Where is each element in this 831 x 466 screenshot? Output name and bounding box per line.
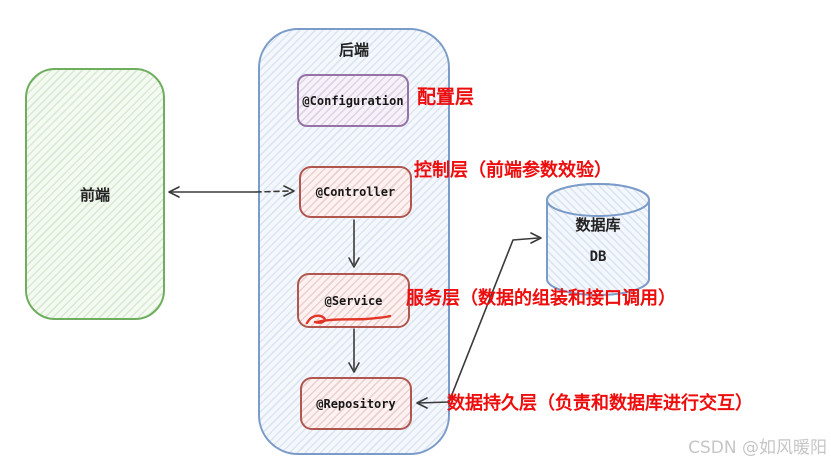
- watermark: CSDN @如风暖阳: [688, 438, 827, 458]
- service-box: @Service: [297, 273, 410, 328]
- backend-label: 后端: [338, 41, 369, 59]
- arrowhead-right-database: [530, 232, 542, 244]
- database-label: 数据库: [575, 216, 621, 234]
- configuration-annotation: 配置层: [417, 86, 475, 108]
- database-cylinder-icon: [546, 183, 650, 296]
- repository-box: @Repository: [300, 377, 412, 430]
- database-sublabel: DB: [589, 249, 607, 265]
- controller-box: @Controller: [299, 166, 412, 218]
- configuration-label: @Configuration: [302, 93, 404, 108]
- frontend-label: 前端: [79, 185, 110, 204]
- arrowhead-left-frontend: [168, 186, 180, 198]
- controller-label: @Controller: [315, 185, 396, 199]
- service-label: @Service: [324, 293, 383, 308]
- service-annotation: 服务层（数据的组装和接口调用）: [406, 288, 676, 309]
- frontend-box: 前端: [25, 68, 165, 320]
- configuration-box: @Configuration: [297, 74, 409, 127]
- controller-annotation: 控制层（前端参数效验）: [414, 160, 612, 181]
- repository-annotation: 数据持久层（负责和数据库进行交互）: [447, 393, 753, 414]
- repository-label: @Repository: [316, 396, 396, 411]
